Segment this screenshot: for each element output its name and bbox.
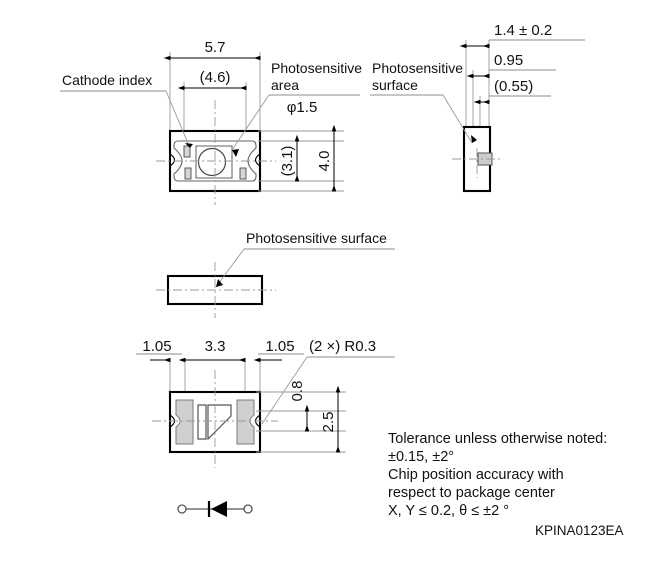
diode-mark-triangle [207, 404, 232, 441]
label-photosensitive-area-line1: Photosensitive [271, 60, 362, 76]
top-pad-mark-1 [183, 145, 191, 158]
side-view-group: 1.4 ± 0.2 0.95 (0.55) Photosensitive sur… [370, 22, 585, 193]
dim-radius-note: (2 ×) R0.3 [309, 338, 376, 355]
label-front-photosensitive-surface: Photosensitive surface [246, 230, 387, 246]
dim-aperture-diameter: φ1.5 [287, 99, 318, 116]
cathode-index-leader [165, 90, 191, 149]
bottom-pad-left [175, 399, 194, 445]
dim-overall-width: 5.7 [205, 39, 226, 56]
photosensitive-area-arrowhead [232, 149, 239, 157]
chip-area-square [195, 145, 233, 179]
dim-overall-height: 4.0 [316, 151, 333, 172]
note-line-3: Chip position accuracy with [388, 467, 564, 483]
symbol-terminal-left [177, 504, 187, 514]
front-view-group: Photosensitive surface [156, 230, 395, 318]
dim-gap-middle: 3.3 [205, 338, 226, 355]
bottom-pad-right [236, 399, 255, 445]
label-side-photosensitive-line1: Photosensitive [372, 60, 463, 76]
label-photosensitive-area-line2: area [271, 77, 299, 93]
dim-inner-height: (3.1) [279, 146, 296, 177]
symbol-terminal-right [243, 504, 253, 514]
drawing-part-code: KPINA0123EA [535, 523, 624, 538]
tolerance-notes-group: Tolerance unless otherwise noted: ±0.15,… [388, 431, 607, 519]
dim-offset-a: 0.95 [494, 52, 523, 69]
dim-body-height: 2.5 [320, 412, 337, 433]
top-pad-mark-3 [239, 167, 247, 180]
dim-pad-height: 0.8 [289, 381, 306, 402]
note-line-1: Tolerance unless otherwise noted: [388, 431, 607, 447]
label-side-photosensitive-line2: surface [372, 77, 418, 93]
diode-mark-bar [197, 404, 207, 440]
side-photosensitive-arrowhead [471, 135, 477, 143]
dim-inner-width: (4.6) [200, 69, 231, 86]
front-photosensitive-arrowhead [216, 279, 223, 287]
bottom-view-group: 1.05 3.3 1.05 (2 ×) R0.3 0.8 2.5 [136, 338, 395, 468]
note-line-2: ±0.15, ±2° [388, 449, 454, 465]
top-pad-mark-2 [184, 167, 192, 180]
notch-left [169, 153, 176, 167]
side-photosensitive-leader [442, 94, 473, 144]
note-line-5: X, Y ≤ 0.2, θ ≤ ±2 ° [388, 503, 509, 519]
label-cathode-index: Cathode index [62, 72, 152, 88]
front-photosensitive-leader [215, 248, 245, 288]
notch-right [254, 153, 261, 167]
photosensitive-area-leader [231, 94, 270, 151]
top-view-group: 5.7 (4.6) Cathode index Photosensitive a [60, 39, 362, 205]
note-line-4: respect to package center [388, 485, 555, 501]
photosensitive-aperture-circle [197, 147, 227, 177]
dim-pad-left: 1.05 [142, 338, 171, 355]
radius-note-leader [261, 356, 308, 425]
symbol-anode-triangle [211, 501, 227, 517]
dim-thickness: 1.4 ± 0.2 [494, 22, 552, 39]
cathode-index-arrowhead [185, 143, 193, 148]
dim-offset-b: (0.55) [494, 78, 533, 95]
top-view-cavity [173, 140, 257, 182]
dim-pad-right: 1.05 [265, 338, 294, 355]
diode-symbol-group [177, 501, 253, 517]
